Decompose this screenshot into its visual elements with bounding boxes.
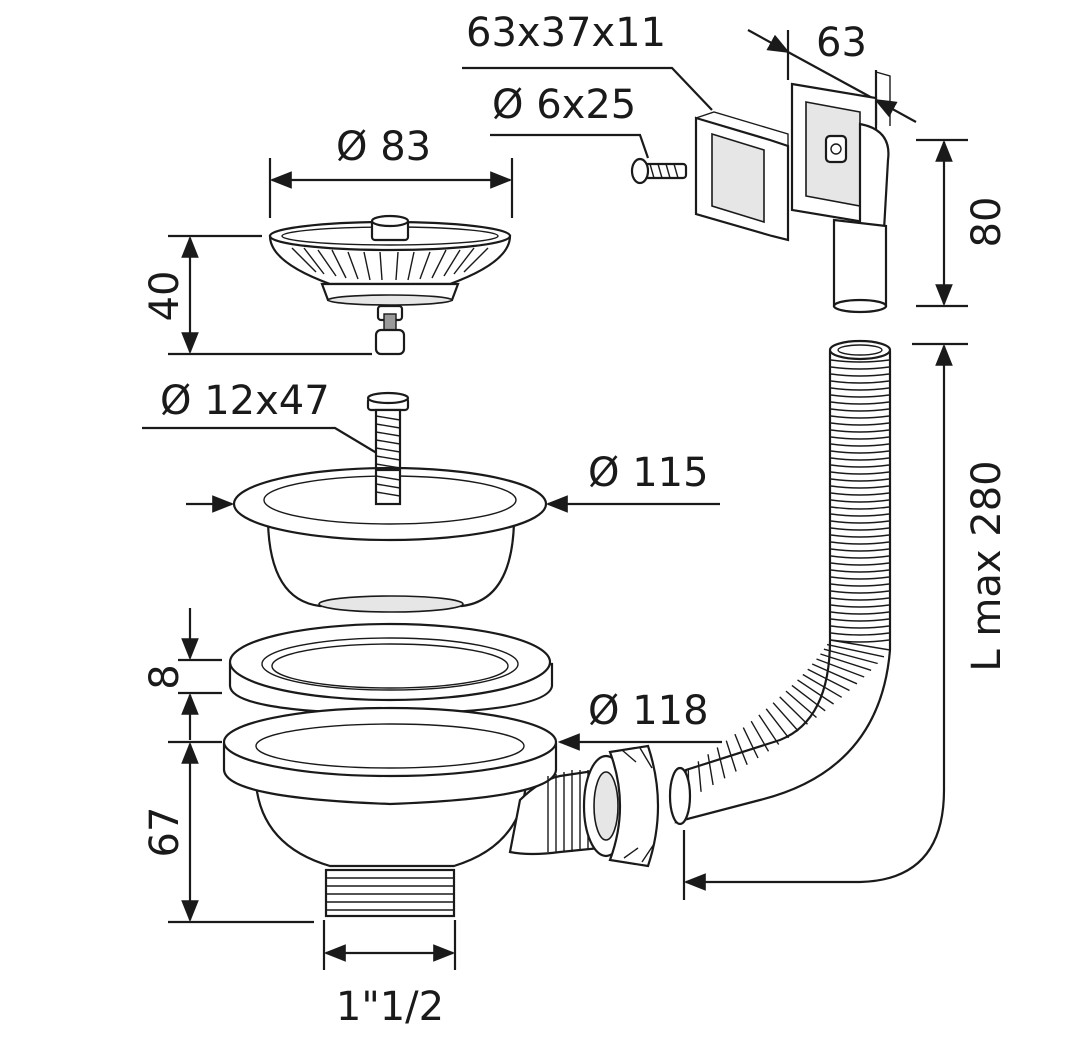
union-nut: [582, 744, 660, 868]
drain-body: [222, 706, 602, 918]
flexible-hose: [668, 339, 892, 826]
label-screw: Ø 6x25: [492, 82, 636, 128]
dimension-strainer-height: [168, 234, 372, 356]
label-bracket-width: 63: [816, 20, 867, 66]
dimension-hose-length: [682, 342, 968, 900]
label-strainer-diameter: Ø 83: [336, 124, 431, 170]
label-bolt: Ø 12x47: [160, 378, 330, 424]
strainer-basket: [268, 214, 512, 356]
label-ring-height: 8: [142, 664, 188, 689]
mounting-ring: [228, 622, 554, 716]
dimension-thread: [322, 920, 457, 970]
label-thread: 1"1/2: [336, 984, 444, 1030]
label-strainer-height: 40: [142, 271, 188, 322]
label-hose-length: L max 280: [964, 460, 1010, 671]
dimension-strainer-diameter: [268, 158, 514, 218]
label-body-height: 67: [142, 807, 188, 858]
dimension-bracket-width: [747, 29, 917, 125]
label-body-diameter: Ø 118: [588, 688, 709, 734]
wall-bracket: [630, 71, 891, 314]
dimension-body-height: [168, 740, 314, 924]
leader-lines-top: [142, 66, 713, 459]
sink-basket: [232, 466, 548, 613]
dimension-bracket-height: [916, 138, 968, 308]
label-basket-diameter: Ø 115: [588, 450, 709, 496]
dimension-ring-height: [178, 608, 222, 740]
label-bracket-height: 80: [964, 197, 1010, 248]
label-gasket: 63x37x11: [466, 10, 666, 56]
